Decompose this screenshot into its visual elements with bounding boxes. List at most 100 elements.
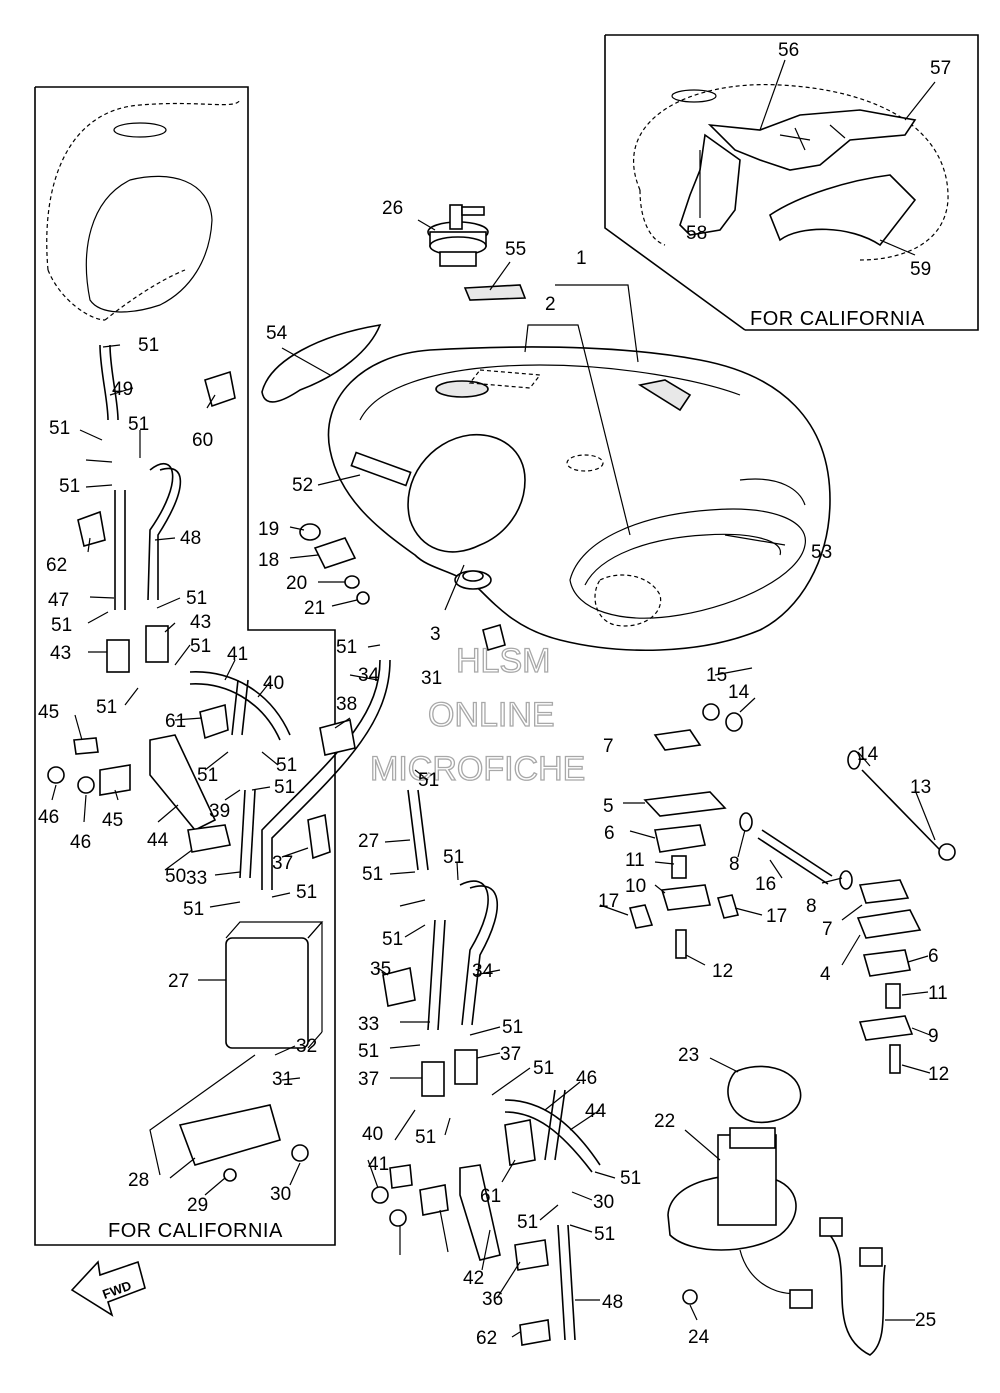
callout-61-1: 61	[165, 711, 186, 732]
fuel-cap	[427, 204, 489, 267]
callout-46-3: 46	[576, 1068, 597, 1089]
callout-1: 1	[576, 248, 587, 269]
callout-62-1: 62	[46, 555, 67, 576]
callout-20: 20	[286, 573, 307, 594]
left-hoses	[47, 344, 391, 890]
callout-40-2: 40	[362, 1124, 383, 1145]
bracket-group-18-21	[299, 523, 370, 605]
callout-51-1: 51	[138, 335, 159, 356]
callout-11-2: 11	[928, 983, 948, 1004]
callout-54: 54	[266, 323, 288, 344]
callout-28: 28	[128, 1170, 149, 1191]
callout-51-10: 51	[276, 755, 297, 776]
callout-51-22: 51	[415, 1127, 436, 1148]
callout-51-13: 51	[296, 882, 317, 903]
forward-direction-arrow: FWD	[70, 1260, 146, 1317]
tank-tube-52	[350, 451, 412, 487]
callout-37-3: 37	[358, 1069, 379, 1090]
callout-22: 22	[654, 1111, 675, 1132]
rear-mount-parts	[856, 879, 922, 1074]
watermark-line-2: ONLINE	[428, 696, 555, 734]
california-inset-left: FOR CALIFORNIA	[34, 86, 336, 1246]
front-mount-parts	[628, 703, 956, 959]
callout-14-2: 14	[857, 744, 879, 765]
callout-55: 55	[505, 239, 526, 260]
callout-43-2: 43	[190, 612, 211, 633]
fuel-tank	[327, 346, 831, 651]
callout-62-2: 62	[476, 1328, 497, 1349]
callout-51-15: 51	[418, 770, 439, 791]
callout-33-1: 33	[186, 868, 207, 889]
callout-44-1: 44	[147, 830, 169, 851]
callout-49: 49	[112, 379, 133, 400]
callout-51-17: 51	[443, 847, 464, 868]
callout-57: 57	[930, 58, 951, 79]
callout-5: 5	[603, 796, 614, 817]
callout-41-1: 41	[227, 644, 248, 665]
callout-4: 4	[820, 964, 831, 985]
callout-2: 2	[545, 294, 556, 315]
callout-46-1: 46	[38, 807, 59, 828]
callout-19: 19	[258, 519, 279, 540]
callout-58: 58	[686, 223, 707, 244]
california-inset-top: FOR CALIFORNIA	[604, 34, 979, 331]
bracket-28	[178, 1104, 309, 1182]
callout-41-2: 41	[368, 1154, 389, 1175]
callout-27-1: 27	[168, 971, 189, 992]
callout-51-18: 51	[382, 929, 403, 950]
callout-11-1: 11	[625, 850, 645, 871]
callout-18: 18	[258, 550, 279, 571]
callout-30-2: 30	[593, 1192, 614, 1213]
callout-51-23: 51	[620, 1168, 641, 1189]
callout-56: 56	[778, 40, 799, 61]
callout-15: 15	[706, 665, 727, 686]
center-hoses	[371, 623, 601, 1346]
callout-51-25: 51	[594, 1224, 615, 1245]
callout-51-5: 51	[51, 615, 72, 636]
callout-10: 10	[625, 876, 646, 897]
watermark-line-1: HLSM	[456, 642, 550, 680]
callout-39: 39	[209, 801, 230, 822]
callout-26: 26	[382, 198, 403, 219]
callout-31-1: 31	[272, 1069, 293, 1090]
caution-label	[463, 284, 527, 301]
callout-51-6: 51	[186, 588, 207, 609]
callout-51-11: 51	[274, 777, 295, 798]
watermark: HLSM ONLINE MICROFICHE	[369, 641, 586, 788]
callout-9: 9	[928, 1026, 939, 1047]
callout-53: 53	[811, 542, 832, 563]
callout-12-2: 12	[928, 1064, 949, 1085]
callout-59: 59	[910, 259, 931, 280]
callout-51-7: 51	[190, 636, 211, 657]
callout-17-2: 17	[766, 906, 787, 927]
california-label-left: FOR CALIFORNIA	[108, 1220, 283, 1242]
callout-43-1: 43	[50, 643, 71, 664]
callout-36: 36	[482, 1289, 503, 1310]
callout-23: 23	[678, 1045, 699, 1066]
callout-51-19: 51	[358, 1041, 379, 1062]
callout-51-16: 51	[362, 864, 383, 885]
callout-51-20: 51	[502, 1017, 523, 1038]
callout-30-1: 30	[270, 1184, 291, 1205]
callout-labels: 1234566778891011111212131414151617171819…	[38, 40, 951, 1349]
callout-34-2: 34	[472, 961, 494, 982]
california-label-top: FOR CALIFORNIA	[750, 308, 925, 330]
callout-37-2: 37	[500, 1044, 521, 1065]
callout-35: 35	[370, 959, 391, 980]
left-inset-tank	[46, 99, 241, 321]
callout-45-1: 45	[38, 702, 59, 723]
grommet	[454, 570, 492, 590]
callout-44-2: 44	[585, 1101, 607, 1122]
callout-46-2: 46	[70, 832, 91, 853]
callout-21: 21	[304, 598, 325, 619]
callout-34-1: 34	[358, 665, 380, 686]
callout-13: 13	[910, 777, 931, 798]
callout-51-3: 51	[128, 414, 149, 435]
callout-7-1: 7	[603, 736, 614, 757]
callout-51-21: 51	[533, 1058, 554, 1079]
callout-61-2: 61	[480, 1186, 501, 1207]
callout-14-1: 14	[728, 682, 750, 703]
callout-50: 50	[165, 866, 186, 887]
